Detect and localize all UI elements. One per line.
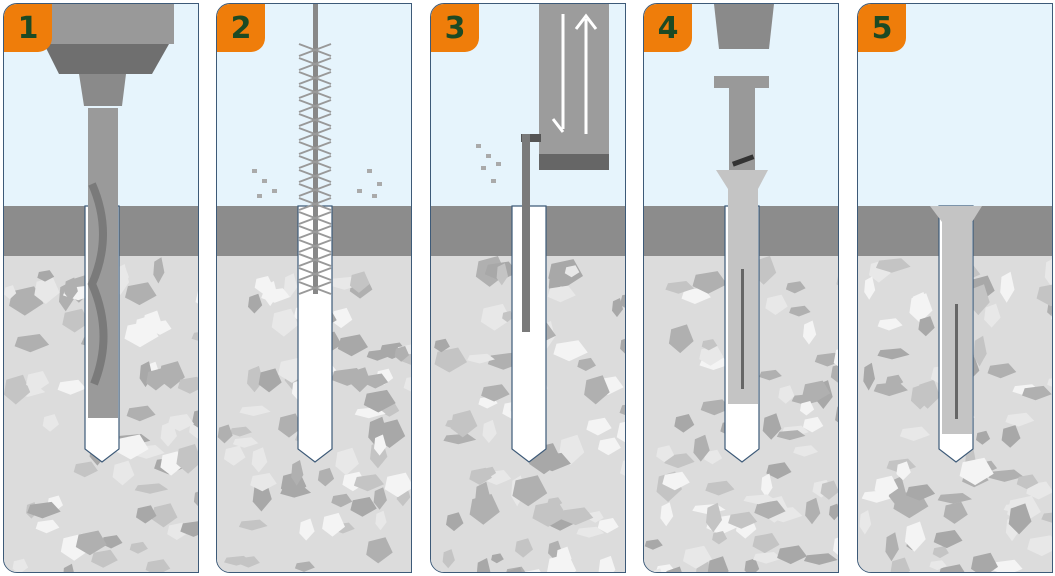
step-panel-5: 5 (857, 3, 1053, 573)
step-panel-1: 1 (3, 3, 199, 573)
step-panel-3: 3 (430, 3, 626, 573)
step-number-badge: 4 (644, 4, 692, 52)
drill-illustration (4, 4, 198, 572)
step-number-badge: 1 (4, 4, 52, 52)
blow-pump-illustration (431, 4, 625, 572)
brush-illustration (217, 4, 411, 572)
hammer-anchor-illustration (644, 4, 838, 572)
step-number-badge: 5 (858, 4, 906, 52)
step-panel-2: 2 (216, 3, 412, 573)
step-panel-4: 4 (643, 3, 839, 573)
anchor-illustration (858, 205, 1052, 572)
step-number-badge: 2 (217, 4, 265, 52)
step-number-badge: 3 (431, 4, 479, 52)
